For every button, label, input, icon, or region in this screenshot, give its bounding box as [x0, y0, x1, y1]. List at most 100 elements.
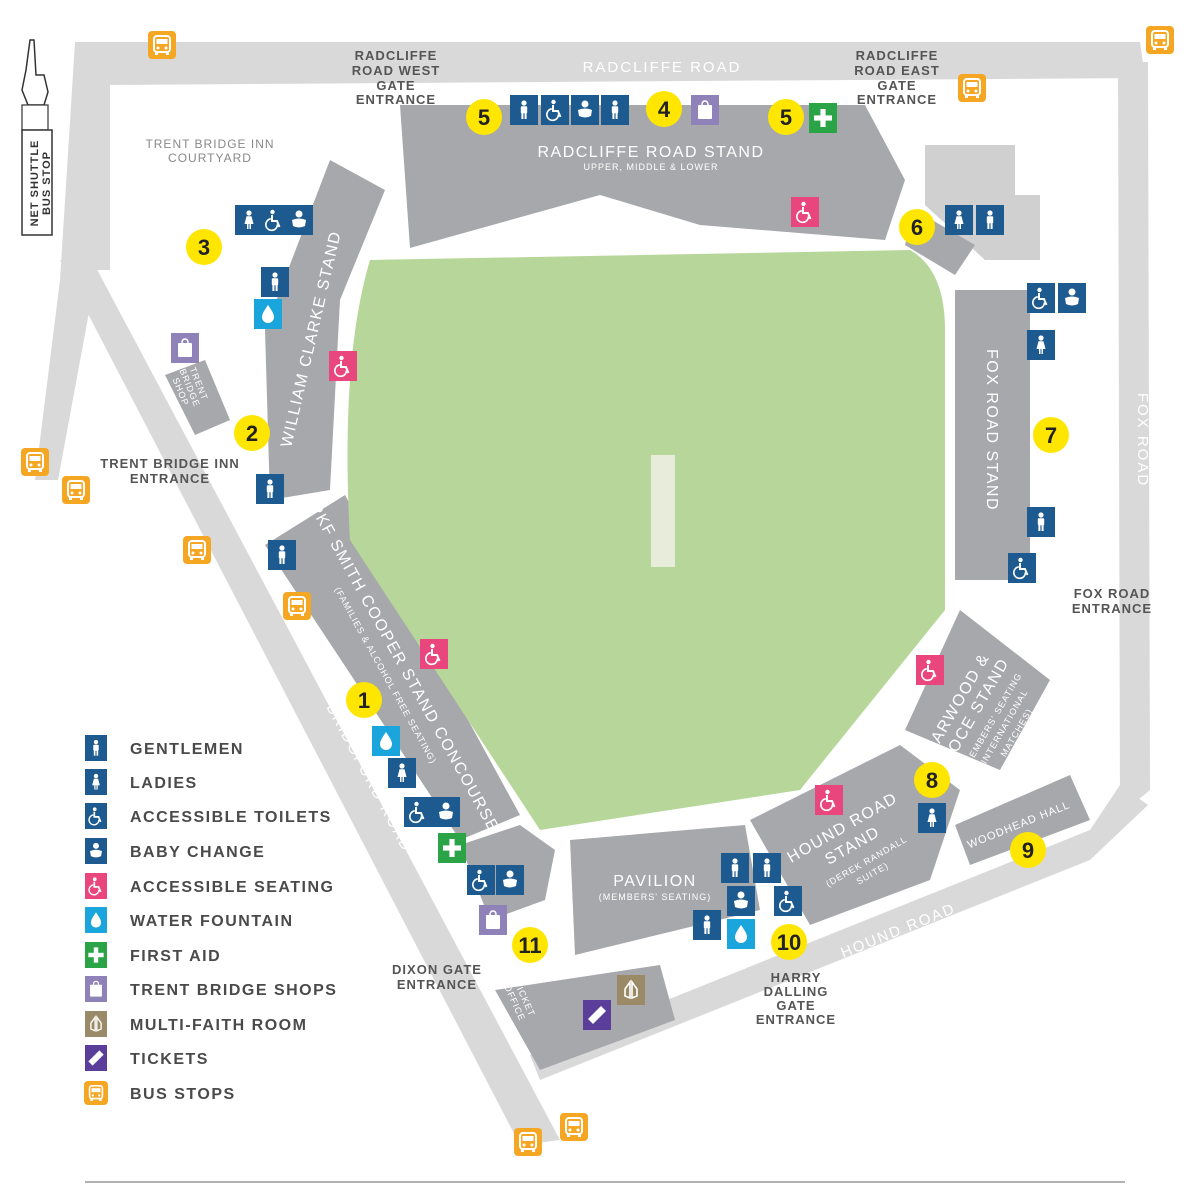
marker-2[interactable]: 2	[234, 415, 270, 451]
accessible-seating-icon[interactable]	[815, 785, 843, 815]
ladies-icon[interactable]	[918, 803, 946, 833]
gentlemen-icon[interactable]	[693, 910, 721, 940]
gentlemen-icon[interactable]	[268, 540, 296, 570]
baby-change-icon[interactable]	[496, 865, 524, 895]
bus-stop-icon[interactable]	[148, 31, 176, 59]
marker-11[interactable]: 11	[512, 927, 548, 963]
gentlemen-icon[interactable]	[976, 205, 1004, 235]
ladies-icon[interactable]	[1027, 330, 1055, 360]
bus-stop-icon[interactable]	[514, 1128, 542, 1156]
legend-item-first-aid: FIRST AID	[85, 942, 220, 968]
baby-change-icon[interactable]	[727, 886, 755, 916]
gentlemen-icon[interactable]	[721, 853, 749, 883]
accessible-toilet-icon[interactable]	[404, 797, 432, 827]
gentlemen-icon[interactable]	[510, 95, 538, 125]
first-aid-icon[interactable]	[438, 833, 466, 863]
shuttle-label-1: NET SHUTTLE	[29, 140, 41, 227]
bus-stop-icon[interactable]	[283, 592, 311, 620]
gentlemen-icon[interactable]	[261, 267, 289, 297]
harry-entrance-4: ENTRANCE	[756, 1012, 836, 1027]
harry-entrance-1: HARRY	[771, 970, 822, 985]
accessible-seating-icon[interactable]	[329, 351, 357, 381]
bus-stop-icon[interactable]	[21, 448, 49, 476]
marker-5[interactable]: 5	[768, 99, 804, 135]
gentlemen-icon[interactable]	[601, 95, 629, 125]
marker-3[interactable]: 3	[186, 229, 222, 265]
radcliffe-stand-label: RADCLIFFE ROAD STAND	[537, 144, 764, 161]
shop-icon[interactable]	[691, 95, 719, 125]
courtyard-label-1: TRENT BRIDGE INN	[145, 137, 274, 151]
marker-8[interactable]: 8	[914, 762, 950, 798]
accessible-toilet-icon[interactable]	[1008, 553, 1036, 583]
baby-change-icon[interactable]	[432, 797, 460, 827]
dixon-entrance-1: DIXON GATE	[392, 962, 482, 977]
marker-6[interactable]: 6	[899, 209, 935, 245]
fox-entrance-2: ENTRANCE	[1072, 601, 1152, 616]
pitch	[347, 250, 945, 830]
baby-change-icon[interactable]	[571, 95, 599, 125]
pkf-smith-cooper-stand	[265, 495, 520, 840]
accessible-toilet-icon[interactable]	[467, 865, 495, 895]
water-fountain-icon[interactable]	[254, 299, 282, 329]
svg-text:7: 7	[1045, 423, 1057, 448]
bus-stop-icon[interactable]	[560, 1113, 588, 1141]
marker-10[interactable]: 10	[771, 924, 807, 960]
baby-change-icon[interactable]	[1058, 283, 1086, 313]
shop-icon[interactable]	[171, 333, 199, 363]
marker-4[interactable]: 4	[646, 91, 682, 127]
ladies-icon[interactable]	[235, 205, 263, 235]
shuttle-label-2: BUS STOP	[41, 151, 53, 215]
svg-text:GENTLEMEN: GENTLEMEN	[130, 741, 244, 758]
multi-faith-icon[interactable]	[617, 975, 645, 1005]
legend-item-bus-stops: BUS STOPS	[84, 1081, 234, 1105]
marker-5[interactable]: 5	[466, 99, 502, 135]
marker-1[interactable]: 1	[346, 682, 382, 718]
courtyard-label-2: COURTYARD	[168, 151, 252, 165]
accessible-seating-icon[interactable]	[791, 197, 819, 227]
legend-item-baby-change: BABY CHANGE	[85, 838, 264, 864]
svg-text:LADIES: LADIES	[130, 775, 198, 792]
gentlemen-icon[interactable]	[753, 853, 781, 883]
accessible-seating-icon[interactable]	[420, 639, 448, 669]
west-gate-3: GATE	[376, 78, 415, 93]
legend-item-accessible-seating: ACCESSIBLE SEATING	[85, 873, 333, 899]
cricket-strip	[651, 455, 675, 567]
accessible-seating-icon[interactable]	[916, 655, 944, 685]
baby-change-icon[interactable]	[285, 205, 313, 235]
accessible-toilet-icon[interactable]	[541, 95, 569, 125]
ladies-icon[interactable]	[945, 205, 973, 235]
east-gate-4: ENTRANCE	[857, 92, 937, 107]
svg-text:ACCESSIBLE TOILETS: ACCESSIBLE TOILETS	[130, 809, 332, 826]
accessible-toilet-icon[interactable]	[774, 886, 802, 916]
bus-stop-icon[interactable]	[183, 536, 211, 564]
gentlemen-icon[interactable]	[256, 474, 284, 504]
ladies-icon[interactable]	[388, 758, 416, 788]
first-aid-icon[interactable]	[809, 103, 837, 133]
marker-9[interactable]: 9	[1010, 832, 1046, 868]
accessible-toilet-icon[interactable]	[1027, 283, 1055, 313]
shop-icon[interactable]	[479, 905, 507, 935]
radcliffe-road-label: RADCLIFFE ROAD	[583, 59, 742, 76]
water-fountain-icon[interactable]	[727, 919, 755, 949]
legend-item-water-fountain: WATER FOUNTAIN	[85, 907, 292, 933]
bus-stop-icon[interactable]	[1146, 26, 1174, 54]
svg-text:6: 6	[911, 215, 923, 240]
svg-text:5: 5	[780, 105, 792, 130]
legend-item-ladies: LADIES	[85, 769, 198, 795]
svg-text:8: 8	[926, 768, 938, 793]
legend-item-multi-faith: MULTI-FAITH ROOM	[85, 1011, 306, 1037]
number-markers: 1 2 3 4 5 5 6 7 8 9 10 11	[186, 91, 1069, 963]
marker-7[interactable]: 7	[1033, 417, 1069, 453]
bus-stop-icon[interactable]	[958, 74, 986, 102]
water-fountain-icon[interactable]	[372, 726, 400, 756]
radcliffe-stand-sub: UPPER, MIDDLE & LOWER	[583, 162, 718, 172]
stands	[165, 105, 1090, 1070]
accessible-toilet-icon[interactable]	[260, 205, 288, 235]
william-clarke-stand	[265, 160, 385, 500]
fox-road-stand-label: FOX ROAD STAND	[983, 349, 1000, 511]
gentlemen-icon[interactable]	[1027, 507, 1055, 537]
legend-item-shops: TRENT BRIDGE SHOPS	[85, 976, 336, 1002]
bus-stop-icon[interactable]	[62, 476, 90, 504]
tickets-icon[interactable]	[583, 1000, 611, 1030]
west-gate-1: RADCLIFFE	[355, 48, 438, 63]
